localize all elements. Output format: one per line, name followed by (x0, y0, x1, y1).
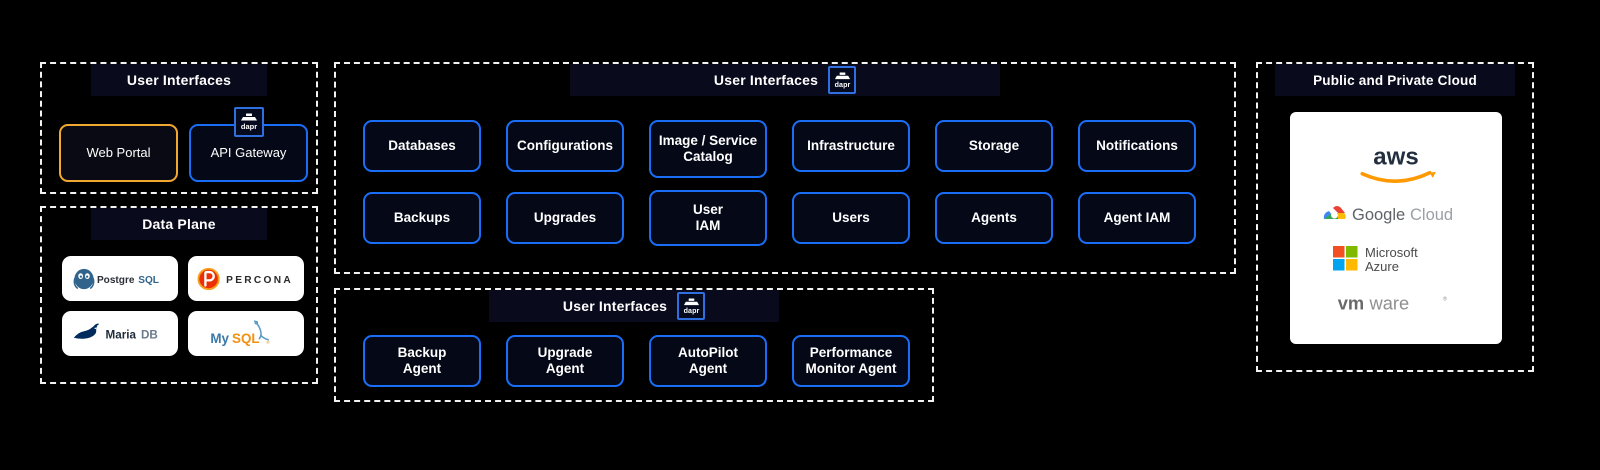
panel-title-agents: User Interfaces dapr (489, 290, 779, 322)
svg-text:®: ® (1443, 296, 1448, 303)
logo-card-mariadb: Maria DB (62, 311, 178, 356)
svg-text:Google: Google (1352, 206, 1405, 224)
card-autopilot-agent[interactable]: AutoPilot Agent (649, 335, 767, 387)
svg-text:Postgre: Postgre (97, 274, 135, 285)
card-user-iam[interactable]: User IAM (649, 190, 767, 246)
panel-title-label: User Interfaces (126, 72, 232, 88)
card-label: AutoPilot Agent (678, 345, 738, 376)
panel-title-data-plane: Data Plane (91, 208, 267, 240)
card-web-portal[interactable]: Web Portal (59, 124, 178, 182)
card-upgrade-agent[interactable]: Upgrade Agent (506, 335, 624, 387)
card-label: Notifications (1096, 138, 1178, 154)
svg-text:SQL: SQL (232, 330, 260, 345)
card-notifications[interactable]: Notifications (1078, 120, 1196, 172)
svg-text:dapr: dapr (683, 307, 699, 315)
percona-logo: PERCONA (197, 267, 293, 290)
card-upgrades[interactable]: Upgrades (506, 192, 624, 244)
svg-text:Cloud: Cloud (1410, 206, 1453, 224)
svg-text:Azure: Azure (1365, 259, 1399, 274)
cloud-logo-card: aws Google Cloud (1290, 112, 1502, 344)
mysql-logo: My SQL ® (210, 319, 270, 345)
svg-text:dapr: dapr (834, 81, 850, 89)
logo-card-postgresql: Postgre SQL (62, 256, 178, 301)
svg-text:Maria: Maria (106, 328, 137, 341)
svg-text:My: My (210, 330, 229, 345)
card-label: Users (832, 210, 870, 226)
panel-user-interfaces-left: User Interfaces Web Portal API Gateway d… (40, 62, 318, 194)
card-agents[interactable]: Agents (935, 192, 1053, 244)
panel-title-label: User Interfaces (562, 298, 668, 314)
card-label: Agents (971, 210, 1017, 226)
card-configurations[interactable]: Configurations (506, 120, 624, 172)
card-label: Agent IAM (1103, 210, 1171, 226)
svg-text:SQL: SQL (138, 274, 159, 285)
svg-text:vm: vm (1338, 292, 1364, 313)
card-backup-agent[interactable]: Backup Agent (363, 335, 481, 387)
panel-title-cloud: Public and Private Cloud (1275, 64, 1515, 96)
logo-card-mysql: My SQL ® (188, 311, 304, 356)
dapr-icon: dapr (234, 107, 264, 137)
google-cloud-logo: Google Cloud (1290, 200, 1502, 228)
card-label: Backups (393, 210, 451, 226)
card-label: Performance Monitor Agent (805, 345, 897, 376)
panel-public-private-cloud: Public and Private Cloud aws (1256, 62, 1534, 372)
card-label: Upgrades (533, 210, 597, 226)
card-users[interactable]: Users (792, 192, 910, 244)
card-databases[interactable]: Databases (363, 120, 481, 172)
card-label: API Gateway (210, 145, 287, 161)
card-label: Web Portal (86, 145, 151, 161)
card-label: Configurations (517, 138, 613, 154)
card-label: User IAM (692, 202, 724, 233)
dapr-icon: dapr (677, 292, 706, 320)
svg-text:aws: aws (1373, 144, 1418, 171)
card-storage[interactable]: Storage (935, 120, 1053, 172)
vmware-logo: vm ware ® (1290, 290, 1502, 316)
panel-agents: User Interfaces dapr Backup Agent Upgrad… (334, 288, 934, 402)
card-image-service-catalog[interactable]: Image / Service Catalog (649, 120, 767, 178)
card-performance-monitor-agent[interactable]: Performance Monitor Agent (792, 335, 910, 387)
card-label: Image / Service Catalog (658, 133, 758, 164)
card-label: Databases (388, 138, 456, 154)
svg-text:Microsoft: Microsoft (1365, 245, 1418, 260)
svg-text:PERCONA: PERCONA (226, 275, 293, 286)
microsoft-azure-logo: Microsoft Azure (1290, 242, 1502, 276)
panel-title-label: Data Plane (142, 216, 216, 232)
svg-text:DB: DB (141, 328, 158, 341)
panel-control-plane: User Interfaces dapr Databases Configura… (334, 62, 1236, 274)
panel-title-user-interfaces-left: User Interfaces (91, 64, 267, 96)
panel-title-control-plane: User Interfaces dapr (570, 64, 1000, 96)
postgresql-logo: Postgre SQL (73, 268, 159, 289)
mariadb-logo: Maria DB (73, 323, 158, 341)
panel-title-label: User Interfaces (713, 72, 819, 88)
card-label: Upgrade Agent (537, 345, 593, 376)
dapr-icon: dapr (828, 66, 857, 94)
card-backups[interactable]: Backups (363, 192, 481, 244)
card-agent-iam[interactable]: Agent IAM (1078, 192, 1196, 244)
logo-card-percona: PERCONA (188, 256, 304, 301)
aws-logo: aws (1290, 140, 1502, 186)
card-infrastructure[interactable]: Infrastructure (792, 120, 910, 172)
card-label: Infrastructure (807, 138, 895, 154)
panel-title-label: Public and Private Cloud (1313, 72, 1477, 88)
svg-text:®: ® (266, 338, 270, 344)
panel-data-plane: Data Plane Postgre SQL (40, 206, 318, 384)
svg-text:ware: ware (1369, 292, 1410, 313)
svg-text:dapr: dapr (241, 122, 257, 131)
card-label: Backup Agent (397, 345, 447, 376)
card-label: Storage (968, 138, 1020, 154)
